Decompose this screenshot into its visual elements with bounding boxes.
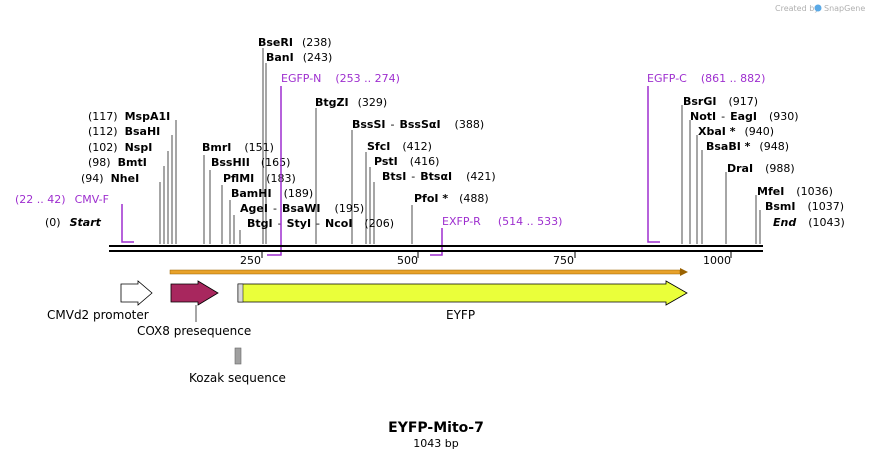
map-title: EYFP-Mito-7 1043 bp bbox=[388, 420, 484, 450]
features: CMVd2 promoter COX8 presequence EYFP Koz… bbox=[47, 280, 688, 385]
primer-cmvf-arrow[interactable] bbox=[121, 204, 134, 243]
primer-cmvf-label[interactable]: (22 .. 42)CMV-F bbox=[15, 193, 109, 206]
orf-arrowhead bbox=[680, 268, 688, 276]
primer-egfpc-arrow[interactable] bbox=[647, 86, 660, 243]
axis-label-250: 250 bbox=[240, 254, 261, 267]
sequence-end-label: End(1043) bbox=[773, 216, 845, 229]
feature-kozak-label: Kozak sequence bbox=[189, 371, 286, 385]
orf-track bbox=[169, 268, 688, 276]
enzyme-bseri[interactable]: BseRI(238) bbox=[258, 36, 332, 49]
enzyme-sfci[interactable]: SfcI(412) bbox=[367, 140, 432, 153]
enzyme-bamhi[interactable]: BamHI(189) bbox=[231, 187, 313, 200]
feature-kozak-sequence[interactable] bbox=[234, 347, 242, 365]
enzyme-nhei[interactable]: (94)NheI bbox=[81, 172, 139, 185]
feature-cox8-label: COX8 presequence bbox=[137, 324, 251, 338]
watermark-brand: SnapGene bbox=[824, 4, 865, 13]
axis-label-750: 750 bbox=[553, 254, 574, 267]
enzyme-leader-lines bbox=[159, 48, 761, 244]
enzyme-bsahi[interactable]: (112)BsaHI bbox=[88, 125, 160, 138]
feature-eyfp-kozak-overlap bbox=[237, 283, 244, 303]
primers: (22 .. 42)CMV-F EGFP-N(253 .. 274) EGFP-… bbox=[15, 72, 765, 256]
enzyme-bmti[interactable]: (98)BmtI bbox=[88, 156, 147, 169]
enzyme-bsabi[interactable]: BsaBI *(948) bbox=[706, 140, 789, 153]
enzyme-pfoi[interactable]: PfoI *(488) bbox=[414, 192, 489, 205]
enzyme-agei[interactable]: AgeI-BsaWI(195) bbox=[240, 202, 364, 215]
feature-eyfp-label: EYFP bbox=[446, 308, 475, 322]
enzyme-bani[interactable]: BanI(243) bbox=[266, 51, 332, 64]
primer-egfpn-label[interactable]: EGFP-N(253 .. 274) bbox=[281, 72, 400, 85]
enzyme-mfei[interactable]: MfeI(1036) bbox=[757, 185, 833, 198]
enzyme-msepa1i[interactable]: (117)MspA1I bbox=[88, 110, 170, 123]
enzyme-xbai[interactable]: XbaI *(940) bbox=[698, 125, 774, 138]
axis-label-500: 500 bbox=[397, 254, 418, 267]
snapgene-logo-icon bbox=[814, 4, 822, 12]
feature-eyfp[interactable] bbox=[237, 280, 688, 306]
enzyme-labels: BseRI(238) BanI(243) BtgZI(329) (117)Msp… bbox=[45, 36, 845, 230]
enzyme-pflmi[interactable]: PflMI(183) bbox=[223, 172, 296, 185]
axis-label-1000: 1000 bbox=[703, 254, 731, 267]
primer-exfpr-arrow[interactable] bbox=[430, 228, 443, 256]
watermark-created-by: Created by bbox=[775, 4, 819, 13]
feature-cmvd2-promoter[interactable] bbox=[120, 280, 153, 306]
snapgene-watermark: Created by SnapGene bbox=[775, 4, 865, 13]
enzyme-bsssi[interactable]: BssSI-BssSαI(388) bbox=[352, 118, 484, 131]
enzyme-drai[interactable]: DraI(988) bbox=[727, 162, 795, 175]
enzyme-btgzi[interactable]: BtgZI(329) bbox=[315, 96, 387, 109]
plasmid-length: 1043 bp bbox=[413, 437, 458, 450]
enzyme-bsrgi[interactable]: BsrGI(917) bbox=[683, 95, 758, 108]
enzyme-psti[interactable]: PstI(416) bbox=[374, 155, 439, 168]
orf-bar[interactable] bbox=[169, 269, 681, 275]
primer-exfpr-label[interactable]: EXFP-R(514 .. 533) bbox=[442, 215, 562, 228]
feature-cox8-presequence[interactable] bbox=[170, 280, 219, 306]
enzyme-bsshii[interactable]: BssHII(165) bbox=[211, 156, 290, 169]
enzyme-btsi[interactable]: BtsI-BtsαI(421) bbox=[382, 170, 496, 183]
sequence-backbone: 250 500 750 1000 bbox=[109, 245, 763, 267]
enzyme-btgi[interactable]: BtgI-StyI-NcoI(206) bbox=[247, 217, 394, 230]
primer-egfpn-arrow[interactable] bbox=[267, 86, 282, 256]
plasmid-name: EYFP-Mito-7 bbox=[388, 420, 484, 436]
primer-egfpc-label[interactable]: EGFP-C(861 .. 882) bbox=[647, 72, 765, 85]
enzyme-bsmi[interactable]: BsmI(1037) bbox=[765, 200, 844, 213]
enzyme-noti[interactable]: NotI-EagI(930) bbox=[690, 110, 799, 123]
sequence-start-label: (0)Start bbox=[45, 216, 102, 229]
enzyme-nspi[interactable]: (102)NspI bbox=[88, 141, 152, 154]
enzyme-bmri[interactable]: BmrI(151) bbox=[202, 141, 274, 154]
feature-cmvd2-label: CMVd2 promoter bbox=[47, 308, 149, 322]
